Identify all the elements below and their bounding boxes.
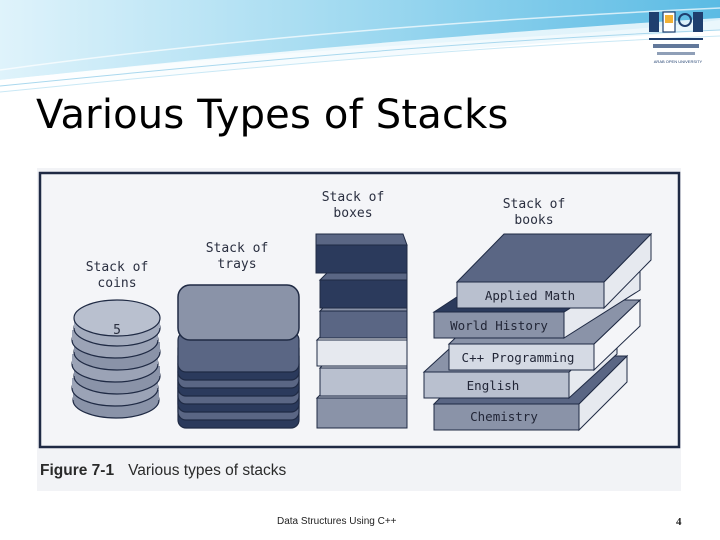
- book-stack: Applied Math World History C++ Programmi…: [422, 232, 653, 432]
- label-coins-line1: Stack of: [86, 260, 149, 275]
- coin-stack: 5: [71, 299, 161, 419]
- slide-title: Various Types of Stacks: [36, 92, 509, 138]
- coin-top-value: 5: [113, 323, 121, 338]
- label-coins-line2: coins: [97, 276, 136, 291]
- header-banner: [0, 0, 720, 93]
- figure-caption-text: Various types of stacks: [128, 462, 287, 479]
- book-title-english: English: [467, 378, 520, 393]
- box-stack: [315, 233, 408, 429]
- label-books-line1: Stack of: [503, 197, 566, 212]
- book-title-chemistry: Chemistry: [470, 409, 538, 424]
- book-title-applied-math: Applied Math: [485, 288, 575, 303]
- label-boxes-line2: boxes: [333, 206, 372, 221]
- book-title-world-history: World History: [450, 318, 548, 333]
- figure-caption: Figure 7-1 Various types of stacks: [40, 462, 286, 480]
- page-number: 4: [676, 516, 682, 528]
- figure-number: Figure 7-1: [40, 462, 115, 479]
- label-trays-line2: trays: [217, 257, 256, 272]
- logo-caption: ARAB OPEN UNIVERSITY: [653, 59, 703, 64]
- label-trays-line1: Stack of: [206, 241, 269, 256]
- tray-stack: [177, 284, 300, 429]
- label-boxes-line1: Stack of: [322, 190, 385, 205]
- figure-panel: Stack of coins Stack of trays Stack of b…: [37, 168, 681, 491]
- stacks-illustration: Stack of coins Stack of trays Stack of b…: [38, 171, 681, 449]
- book-title-cpp-programming: C++ Programming: [462, 350, 575, 365]
- university-logo: [649, 11, 703, 55]
- label-books-line2: books: [514, 213, 553, 228]
- footer-text: Data Structures Using C++: [277, 516, 397, 527]
